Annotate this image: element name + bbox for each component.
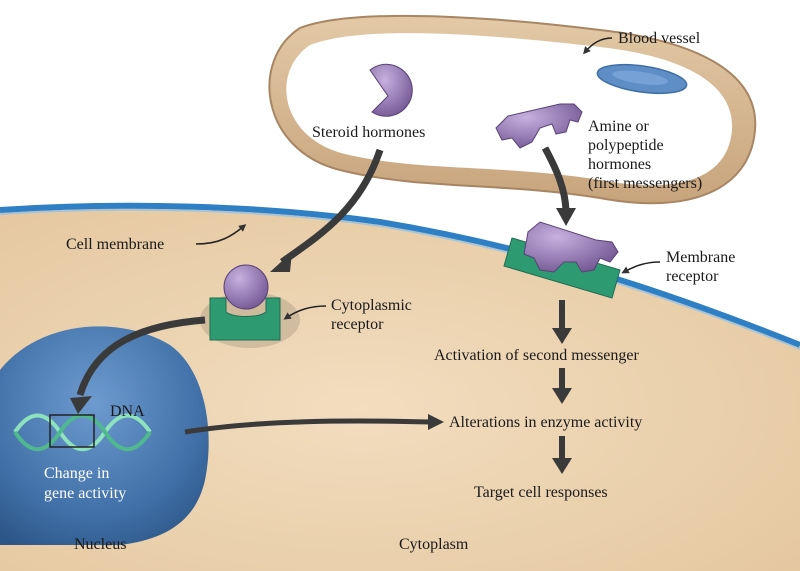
leader-cytoplasmic-receptor (283, 305, 327, 320)
leader-membrane-receptor (621, 261, 661, 274)
label-target-responses: Target cell responses (474, 484, 608, 501)
leader-lines (195, 37, 661, 320)
amine-hormone-shape (495, 103, 583, 149)
label-membrane-receptor: Membrane receptor (666, 249, 739, 285)
label-steroid-hormones: Steroid hormones (312, 124, 425, 141)
arrow-amine-to-receptor (541, 146, 570, 211)
bound-steroid-hormone (223, 264, 269, 310)
arrow-gene-to-enzyme (184, 418, 431, 435)
label-cytoplasmic-receptor: Cytoplasmic receptor (331, 297, 416, 333)
arrow-steroid-entry (279, 148, 384, 265)
label-amine-hormones: Amine or polypeptide hormones (first mes… (588, 118, 702, 192)
membrane-receptor-complex (503, 221, 621, 299)
leader-cell-membrane (195, 224, 247, 245)
bound-amine-hormone (523, 221, 619, 273)
label-cell-membrane: Cell membrane (66, 236, 164, 253)
label-dna: DNA (110, 403, 145, 420)
label-second-messenger: Activation of second messenger (434, 347, 640, 364)
dna-box (49, 414, 95, 448)
label-nucleus: Nucleus (74, 536, 126, 553)
cytoplasmic-receptor-shape (209, 297, 281, 341)
cytoplasmic-receptor-complex (200, 264, 300, 348)
label-gene-activity: Change in gene activity (44, 465, 126, 502)
label-cytoplasm: Cytoplasm (399, 536, 469, 553)
pathway-arrows (70, 146, 576, 474)
arrow-receptor-to-dna (76, 316, 206, 397)
label-enzyme-activity: Alterations in enzyme activity (449, 414, 642, 431)
cell-membrane (0, 202, 800, 348)
label-blood-vessel: Blood vessel (618, 30, 701, 47)
steroid-hormone-shape (369, 63, 413, 117)
leader-blood-vessel (583, 37, 613, 55)
